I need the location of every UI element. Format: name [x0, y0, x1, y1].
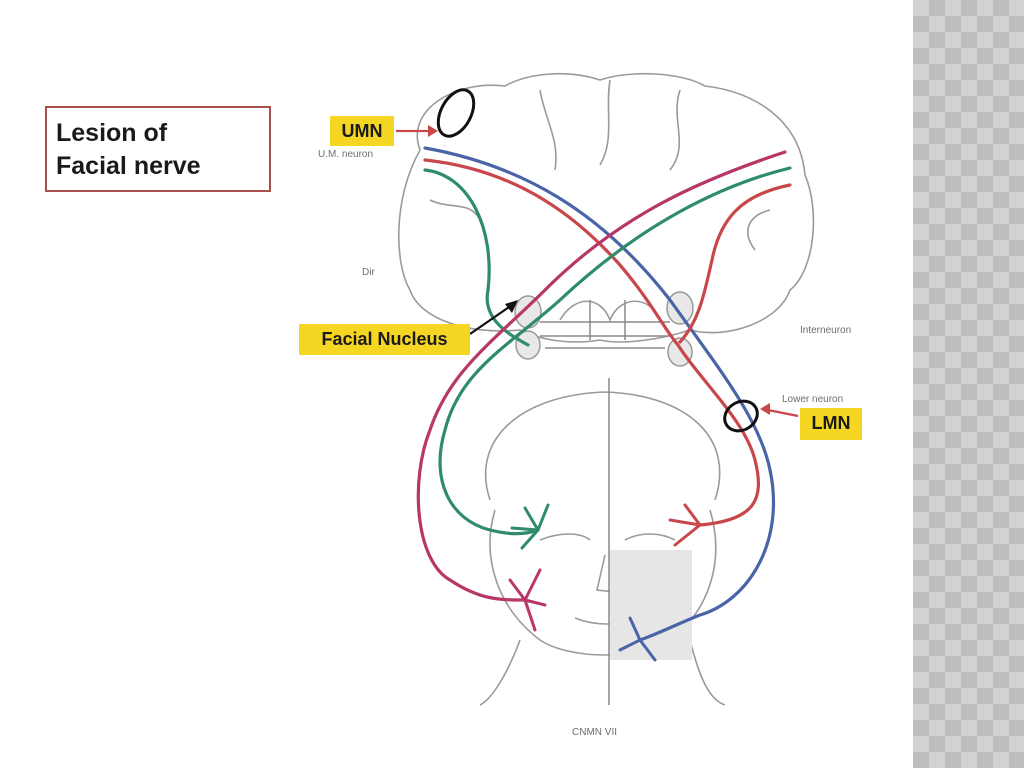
title-box: Lesion of Facial nerve	[45, 106, 271, 192]
red-tract-left	[423, 158, 760, 527]
pointer-arrows	[396, 125, 799, 418]
interneuron-label: Interneuron	[800, 325, 851, 336]
lmn-label: LMN	[800, 408, 862, 440]
lower-neuron-label: Lower neuron	[782, 394, 843, 405]
paralysed-face-shading	[610, 550, 692, 660]
umn-label: UMN	[330, 116, 394, 146]
faint-labels: U.M. neuron Dir Interneuron Lower neuron…	[318, 149, 851, 738]
facial-nucleus-label: Facial Nucleus	[299, 324, 470, 355]
face-sketch	[479, 391, 726, 706]
upper-neuron-label: U.M. neuron	[318, 149, 373, 160]
magenta-tract	[416, 150, 787, 602]
red-tract-right	[678, 183, 792, 344]
lmn-lesion-ring	[723, 399, 759, 433]
footer-label: CNMN VII	[572, 727, 617, 738]
interneuron-links	[540, 300, 670, 349]
dir-label: Dir	[362, 267, 375, 278]
umn-lesion-ring	[436, 88, 476, 138]
title-line-1: Lesion of	[56, 119, 168, 147]
blue-tract	[423, 146, 776, 642]
green-tract-right	[438, 166, 792, 536]
facial-branches	[508, 503, 702, 662]
facial-nerve-diagram: U.M. neuron Dir Interneuron Lower neuron…	[318, 73, 851, 738]
title-line-2: Facial nerve	[56, 152, 201, 180]
green-tract-left	[423, 168, 530, 347]
side-pattern-strip	[913, 0, 1024, 768]
nerve-tracts	[416, 146, 792, 642]
brain-sketch	[397, 73, 815, 343]
